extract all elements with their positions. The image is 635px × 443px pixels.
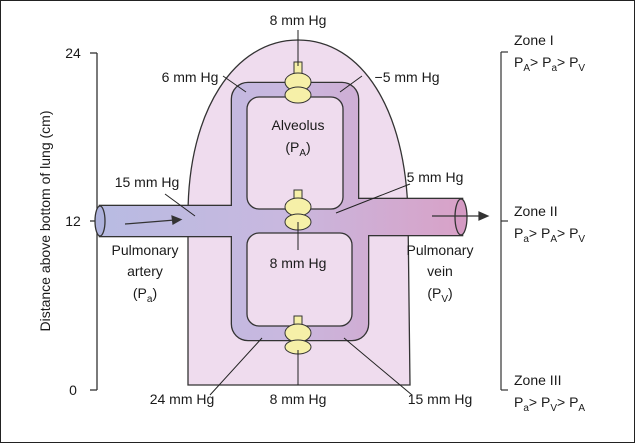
zone-list: Zone I PA> Pa> PV Zone II Pa> PA> PV Zone II… bbox=[514, 32, 585, 414]
zone-pressure-order: PA> Pa> PV bbox=[514, 54, 585, 74]
height-axis: 24 12 0 Distance above bottom of lung (c… bbox=[37, 45, 98, 398]
label-bottom-left: 24 mm Hg bbox=[150, 391, 215, 407]
label-artery-pressure: 15 mm Hg bbox=[115, 174, 180, 190]
label-bottom-right: 15 mm Hg bbox=[408, 391, 473, 407]
zone-name: Zone I bbox=[514, 32, 554, 48]
bottom-valve bbox=[284, 315, 312, 355]
outflow-arrowhead bbox=[478, 211, 490, 221]
middle-valve bbox=[284, 189, 312, 231]
label-top-capillary: 8 mm Hg bbox=[270, 12, 327, 28]
vein-label-1: Pulmonary bbox=[407, 242, 474, 258]
label-upper-left: 6 mm Hg bbox=[162, 69, 219, 85]
artery-opening bbox=[94, 205, 106, 237]
artery-label-1: Pulmonary bbox=[112, 242, 179, 258]
inflow-arrow bbox=[124, 219, 176, 225]
lower-alveolus-space bbox=[246, 232, 353, 327]
zone-name: Zone III bbox=[514, 372, 561, 388]
label-vein-pressure: 5 mm Hg bbox=[407, 169, 464, 185]
tick-0: 0 bbox=[69, 382, 77, 398]
zone-name: Zone II bbox=[514, 203, 558, 219]
inflow-arrowhead bbox=[171, 215, 183, 225]
zone-pressure-order: Pa> PV> PA bbox=[514, 394, 585, 414]
artery-label-2: artery bbox=[127, 263, 163, 279]
zone-pressure-order: Pa> PA> PV bbox=[514, 225, 585, 245]
axis-label: Distance above bottom of lung (cm) bbox=[37, 111, 53, 332]
tick-12: 12 bbox=[65, 213, 81, 229]
label-upper-right: −5 mm Hg bbox=[375, 69, 440, 85]
alveolus-label: Alveolus bbox=[272, 117, 325, 133]
top-valve bbox=[284, 61, 312, 104]
label-bottom-center: 8 mm Hg bbox=[270, 391, 327, 407]
capillary-valves bbox=[284, 61, 312, 355]
label-middle-capillary: 8 mm Hg bbox=[270, 255, 327, 271]
tick-24: 24 bbox=[65, 45, 81, 61]
vein-label-2: vein bbox=[427, 263, 453, 279]
leader-lines bbox=[164, 30, 413, 396]
zone-bracket bbox=[500, 51, 508, 391]
vein-opening bbox=[454, 198, 468, 236]
